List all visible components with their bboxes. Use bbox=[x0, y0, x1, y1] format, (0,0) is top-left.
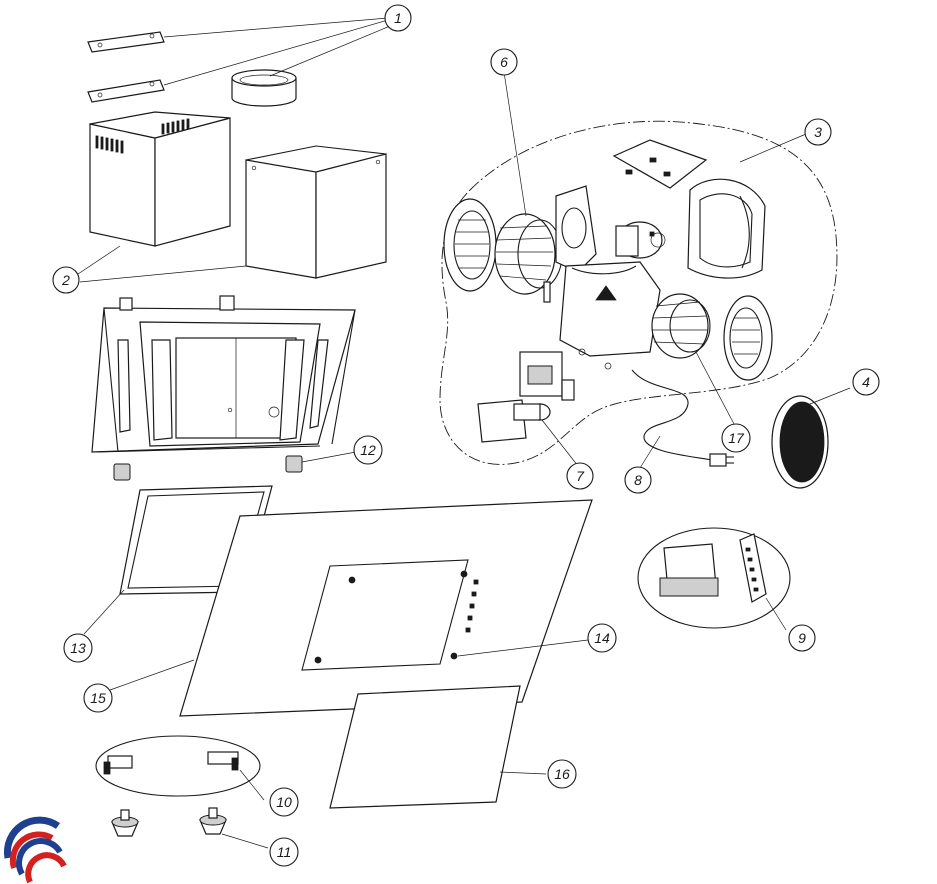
svg-text:15: 15 bbox=[90, 690, 106, 706]
part-4-carbon-filter bbox=[771, 395, 829, 489]
svg-text:13: 13 bbox=[70, 640, 86, 656]
callout-9: 9 bbox=[788, 624, 816, 652]
svg-text:7: 7 bbox=[576, 468, 585, 484]
part-2-chimney-lower bbox=[245, 145, 387, 279]
part-1-brackets bbox=[87, 31, 165, 103]
part-3-fan-housing-right bbox=[723, 295, 773, 381]
part-2-chimney-upper bbox=[89, 111, 231, 247]
callout-10: 10 bbox=[269, 787, 299, 817]
part-16-lower-panel bbox=[329, 685, 521, 809]
svg-text:4: 4 bbox=[862, 374, 870, 390]
svg-text:6: 6 bbox=[500, 54, 508, 70]
svg-text:12: 12 bbox=[360, 442, 376, 458]
part-8-power-cord bbox=[631, 369, 734, 467]
callout-2: 2 bbox=[52, 266, 80, 294]
part-1-duct-collar bbox=[231, 69, 297, 107]
part-10-light-fixtures bbox=[103, 751, 239, 775]
svg-text:3: 3 bbox=[814, 124, 822, 140]
callout-13: 13 bbox=[63, 633, 93, 663]
callout-7: 7 bbox=[566, 462, 594, 490]
part-12-clips bbox=[113, 455, 303, 481]
part-3-side-plate bbox=[555, 185, 597, 273]
callout-15: 15 bbox=[83, 683, 113, 713]
svg-text:11: 11 bbox=[277, 844, 292, 860]
callout-12: 12 bbox=[353, 435, 383, 465]
svg-text:8: 8 bbox=[634, 472, 642, 488]
callout-14: 14 bbox=[587, 623, 617, 653]
callout-8: 8 bbox=[624, 466, 652, 494]
part-17-blower-wheel bbox=[651, 293, 711, 359]
part-3-motor bbox=[615, 221, 666, 259]
svg-text:9: 9 bbox=[798, 630, 806, 646]
part-3-top-bracket bbox=[612, 139, 708, 189]
callout-1: 1 bbox=[384, 4, 412, 32]
part-15-glass-panel bbox=[179, 499, 593, 717]
part-9-control-board bbox=[659, 533, 767, 603]
leader-lines bbox=[77, 17, 851, 849]
svg-text:10: 10 bbox=[276, 794, 292, 810]
part-3-assembly-outline bbox=[439, 120, 838, 465]
part-9-group-outline bbox=[637, 527, 791, 629]
callout-4: 4 bbox=[852, 368, 880, 396]
brand-logo bbox=[3, 816, 67, 884]
svg-text:2: 2 bbox=[61, 272, 70, 288]
part-3-scroll-housing-right bbox=[687, 178, 766, 279]
svg-text:1: 1 bbox=[394, 10, 402, 26]
svg-text:14: 14 bbox=[594, 630, 610, 646]
callout-16: 16 bbox=[547, 759, 577, 789]
svg-text:17: 17 bbox=[728, 430, 745, 446]
part-10-group-outline bbox=[95, 735, 261, 797]
callout-11: 11 bbox=[269, 837, 299, 867]
part-11-bulbs bbox=[111, 807, 227, 837]
part-3-fan-housing-left bbox=[443, 198, 497, 292]
svg-text:16: 16 bbox=[554, 766, 570, 782]
part-3-scroll-housing-center bbox=[543, 261, 661, 357]
part-6-blower-wheel bbox=[494, 213, 563, 295]
part-7-capacitor bbox=[477, 399, 551, 443]
callout-3: 3 bbox=[804, 118, 832, 146]
callout-17: 17 bbox=[721, 423, 751, 453]
part-3-control-box bbox=[519, 348, 612, 401]
hood-body bbox=[91, 295, 356, 453]
callout-6: 6 bbox=[490, 48, 518, 76]
